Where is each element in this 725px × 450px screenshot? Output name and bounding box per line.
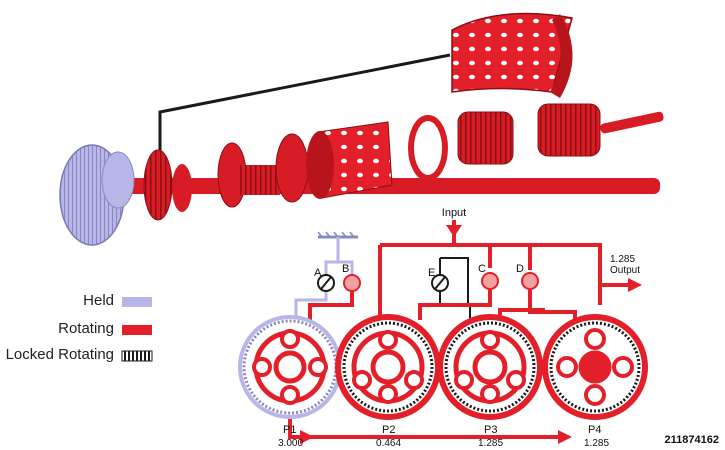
planetary-set-p3: [437, 314, 543, 420]
clutch-drum: [306, 121, 393, 199]
clutch-a-symbol: [317, 274, 335, 292]
clutch-d-label: D: [516, 263, 524, 275]
exploded-assembly: [59, 12, 664, 246]
carrier-2: [275, 133, 309, 203]
legend-swatch-rotating: [122, 325, 152, 335]
legend-label-locked: Locked Rotating: [5, 346, 114, 363]
planet-p4-ratio: 1.285: [584, 438, 609, 449]
planet-p1-name: P1: [283, 424, 296, 436]
clutch-b-label: B: [342, 263, 349, 275]
legend-label-rotating: Rotating: [58, 320, 114, 337]
output-label: Output: [610, 265, 640, 276]
clutch-b-symbol: [343, 274, 361, 292]
planet-p2-name: P2: [382, 424, 395, 436]
figure-id: 211874162: [664, 434, 719, 446]
planet-p2-ratio: 0.464: [376, 438, 401, 449]
planetary-set-p4: [542, 314, 648, 420]
planetary-set-p2: [335, 314, 441, 420]
leader-line: [158, 53, 451, 152]
input-label: Input: [442, 207, 466, 219]
planet-p3-name: P3: [484, 424, 497, 436]
legend-label-held: Held: [83, 292, 114, 309]
clutch-pack-2: [537, 103, 601, 157]
clutch-pack-1: [457, 111, 514, 165]
clutch-e-label: E: [428, 267, 435, 279]
planet-p4-name: P4: [588, 424, 601, 436]
clutch-c-symbol: [481, 272, 499, 290]
clutch-c-label: C: [478, 263, 486, 275]
planetary-set-p1: [238, 315, 342, 419]
perforated-drum: [451, 12, 573, 98]
output-value: 1.285: [610, 254, 635, 265]
planet-p3-ratio: 1.285: [478, 438, 503, 449]
clutch-d-symbol: [521, 272, 539, 290]
legend-swatch-locked: [121, 350, 153, 362]
hub-gear: [143, 149, 173, 221]
clutch-a-label: A: [314, 267, 322, 279]
clutch-e-symbol: [431, 274, 449, 292]
legend-swatch-held: [122, 297, 152, 307]
planet-p1-ratio: 3.000: [278, 438, 303, 449]
snap-ring: [408, 115, 448, 181]
